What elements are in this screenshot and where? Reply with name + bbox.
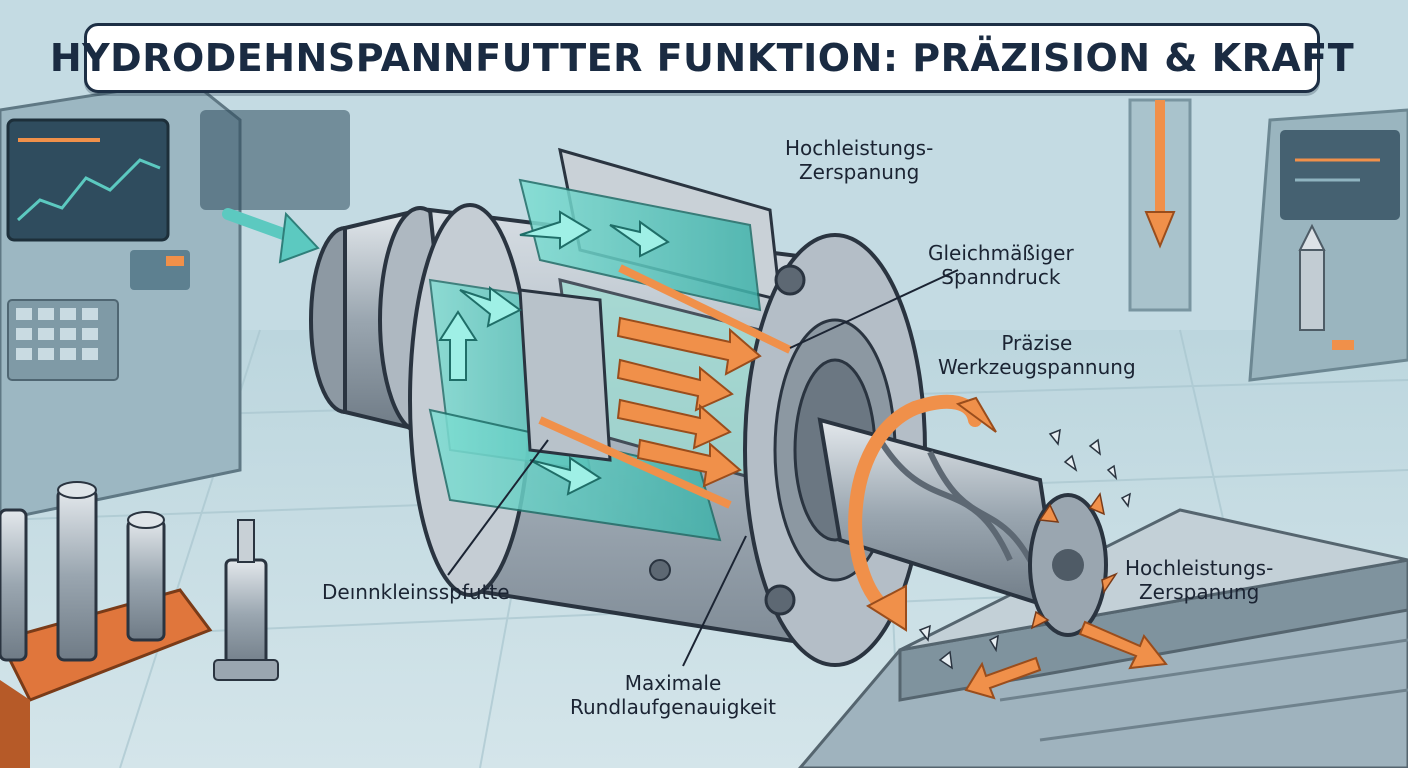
page-title: HYDRODEHNSPANNFUTTER FUNKTION: PRÄZISION… bbox=[49, 36, 1355, 80]
input-arrow-icon bbox=[222, 208, 320, 264]
flow-arrow-icon bbox=[438, 210, 670, 496]
label-line: Deınnkleinsspfutte bbox=[322, 580, 510, 604]
background-machine-right bbox=[1128, 98, 1408, 382]
label-line: Maximale bbox=[624, 671, 722, 695]
callout-lines bbox=[447, 269, 959, 667]
end-mill-tool bbox=[817, 417, 1119, 637]
label-line: Zerspanung bbox=[798, 160, 920, 184]
label-hochleistung-top: Hochleistungs- Zerspanung bbox=[785, 136, 933, 184]
rotation-arrow-icon bbox=[848, 394, 997, 632]
cnc-control-panel bbox=[0, 78, 350, 522]
label-spanndruck: Gleichmäßiger Spanndruck bbox=[928, 241, 1074, 289]
label-line: Rundlaufgenauigkeit bbox=[570, 695, 777, 719]
label-line: Gleichmäßiger bbox=[928, 241, 1074, 265]
label-line: Hochleistungs- bbox=[1125, 556, 1274, 580]
label-line: Werkzeugspannung bbox=[938, 355, 1136, 379]
label-line: Präzise bbox=[1001, 331, 1073, 355]
label-dehnkleinspfutte: Deınnkleinsspfutte bbox=[322, 580, 510, 604]
pressure-arrow-icon bbox=[538, 264, 792, 509]
label-hochleistung-right: Hochleistungs- Zerspanung bbox=[1125, 556, 1273, 604]
chip-direction-arrows bbox=[964, 100, 1176, 700]
tool-display-rack bbox=[0, 481, 279, 768]
label-line: Hochleistungs- bbox=[785, 136, 934, 160]
label-line: Zerspanung bbox=[1138, 580, 1260, 604]
label-werkzeugspannung: Präzise Werkzeugspannung bbox=[938, 331, 1136, 379]
label-line: Spanndruck bbox=[941, 265, 1061, 289]
label-rundlauf: Maximale Rundlaufgenauigkeit bbox=[570, 671, 776, 719]
chip-fragment-icon bbox=[918, 428, 1131, 670]
title-banner: HYDRODEHNSPANNFUTTER FUNKTION: PRÄZISION… bbox=[50, 23, 1354, 93]
